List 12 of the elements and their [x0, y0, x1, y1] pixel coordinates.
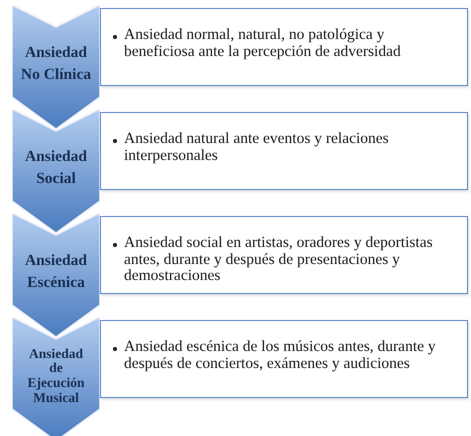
description-text: Ansiedad escénica de los músicos antes, durante y después de conciertos, exámenes y audiciones [124, 339, 437, 372]
stage-label: Ansiedad de Ejecución Musical [26, 346, 86, 406]
description-box [100, 112, 468, 190]
description-text: Ansiedad normal, natural, no patológica y beneficiosa ante la percepción de adversidad [124, 27, 402, 60]
description-box [100, 216, 468, 294]
stage-label: Ansiedad Social [24, 146, 88, 189]
description-text: Ansiedad social en artistas, oradores y deportistas antes, durante y después de presentaciones y demostraciones [124, 235, 434, 286]
stage-label: Ansiedad No Clínica [20, 42, 92, 85]
description-box [100, 8, 468, 86]
description-text: Ansiedad natural ante eventos y relaciones interpersonales [124, 131, 390, 164]
description-box [100, 320, 468, 398]
stage-label: Ansiedad Escénica [24, 250, 88, 293]
